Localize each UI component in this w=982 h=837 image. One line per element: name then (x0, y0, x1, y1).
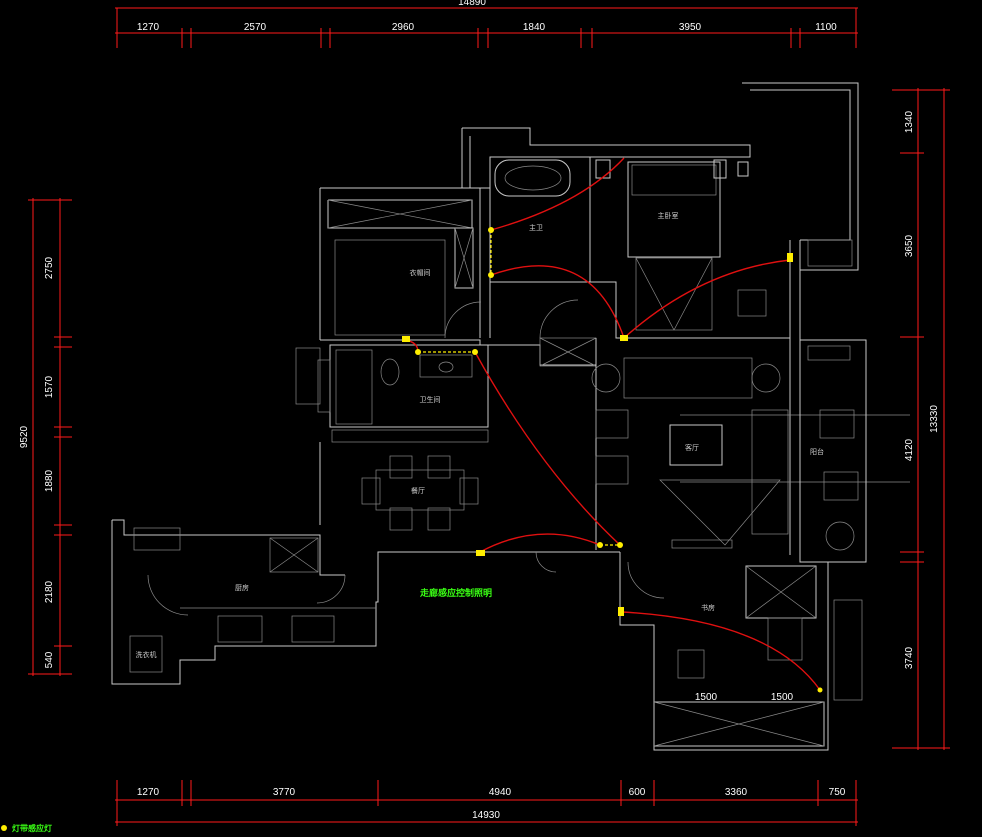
right-dim-seg-4: 3740 (904, 646, 915, 669)
bottom-dim-seg-2: 3770 (273, 787, 296, 798)
wire-study (621, 611, 821, 691)
label-living-room: 客厅 (685, 443, 699, 452)
wire-bath-to-bedroom (490, 157, 625, 231)
legend-text: 灯带感应灯 (12, 823, 52, 833)
right-dim-seg-2: 3650 (904, 234, 915, 257)
right-dim-seg-3: 4120 (904, 438, 915, 461)
right-dim-seg-1: 1340 (904, 110, 915, 133)
bottom-dim-seg-1: 1270 (137, 787, 160, 798)
right-dimension-chain: 13330 1340 3650 4120 3740 (892, 88, 950, 750)
study-dim-2: 1500 (771, 692, 794, 703)
legend-bullet (1, 825, 7, 831)
sensor-lights (402, 227, 823, 693)
sensor-light-2 (488, 272, 494, 278)
sensor-light-5 (597, 542, 603, 548)
switch-3 (787, 253, 793, 262)
top-dim-seg-1: 1270 (137, 22, 160, 33)
left-dim-seg-4: 2180 (44, 580, 55, 603)
bottom-dim-seg-3: 4940 (489, 787, 512, 798)
label-walk-in-closet: 衣帽间 (410, 268, 431, 277)
switch-1 (402, 336, 410, 342)
switch-2 (620, 335, 628, 341)
left-dim-seg-2: 1570 (44, 375, 55, 398)
top-dim-seg-5: 3950 (679, 22, 702, 33)
wire-hall-to-living (479, 533, 601, 553)
top-dim-total: 14890 (458, 0, 486, 8)
sensor-light-1 (488, 227, 494, 233)
sensor-light-4 (472, 349, 478, 355)
label-dining-room: 餐厅 (411, 486, 425, 495)
room-labels: 主卫 主卧室 衣帽间 卫生间 客厅 阳台 餐厅 厨房 书房 洗衣机 1500 1… (136, 211, 825, 703)
top-dimension-chain: 14890 1270 2570 2960 1840 3950 1100 (115, 0, 858, 48)
bottom-dim-seg-4: 600 (629, 787, 646, 798)
bottom-dimension-chain: 1270 3770 4940 600 3360 750 14930 (115, 780, 858, 826)
top-dim-seg-2: 2570 (244, 22, 267, 33)
top-dim-seg-3: 2960 (392, 22, 415, 33)
sensor-light-7 (817, 687, 823, 693)
wire-corridor-to-bedroom (623, 259, 791, 339)
label-master-bedroom: 主卧室 (658, 211, 679, 220)
left-dim-total: 9520 (19, 425, 30, 448)
switch-5 (618, 607, 624, 616)
sensor-light-6 (617, 542, 623, 548)
walls (111, 82, 910, 751)
left-dim-seg-3: 1880 (44, 469, 55, 492)
lighting-circuits (404, 157, 821, 691)
study-dim-1: 1500 (695, 692, 718, 703)
label-kitchen: 厨房 (235, 583, 249, 592)
switch-4 (476, 550, 485, 556)
bottom-dim-seg-6: 750 (829, 787, 846, 798)
label-study: 书房 (701, 603, 715, 612)
label-balcony: 阳台 (810, 447, 824, 456)
corridor-annotation: 走廊感应控制照明 (419, 587, 492, 599)
top-dim-seg-4: 1840 (523, 22, 546, 33)
bottom-dim-total: 14930 (472, 810, 500, 821)
sensor-light-3 (415, 349, 421, 355)
label-washer: 洗衣机 (136, 650, 157, 659)
top-dim-seg-6: 1100 (815, 22, 837, 33)
label-bathroom: 卫生间 (420, 395, 441, 404)
label-master-bath: 主卫 (529, 223, 543, 232)
left-dim-seg-1: 2750 (44, 256, 55, 279)
left-dimension-chain: 9520 2750 1570 1880 2180 540 (19, 198, 72, 676)
bottom-dim-seg-5: 3360 (725, 787, 748, 798)
wire-bathroom-to-living (474, 351, 621, 546)
right-dim-total: 13330 (929, 405, 940, 433)
wire-bath-to-corridor (490, 265, 625, 339)
left-dim-seg-5: 540 (44, 651, 55, 668)
